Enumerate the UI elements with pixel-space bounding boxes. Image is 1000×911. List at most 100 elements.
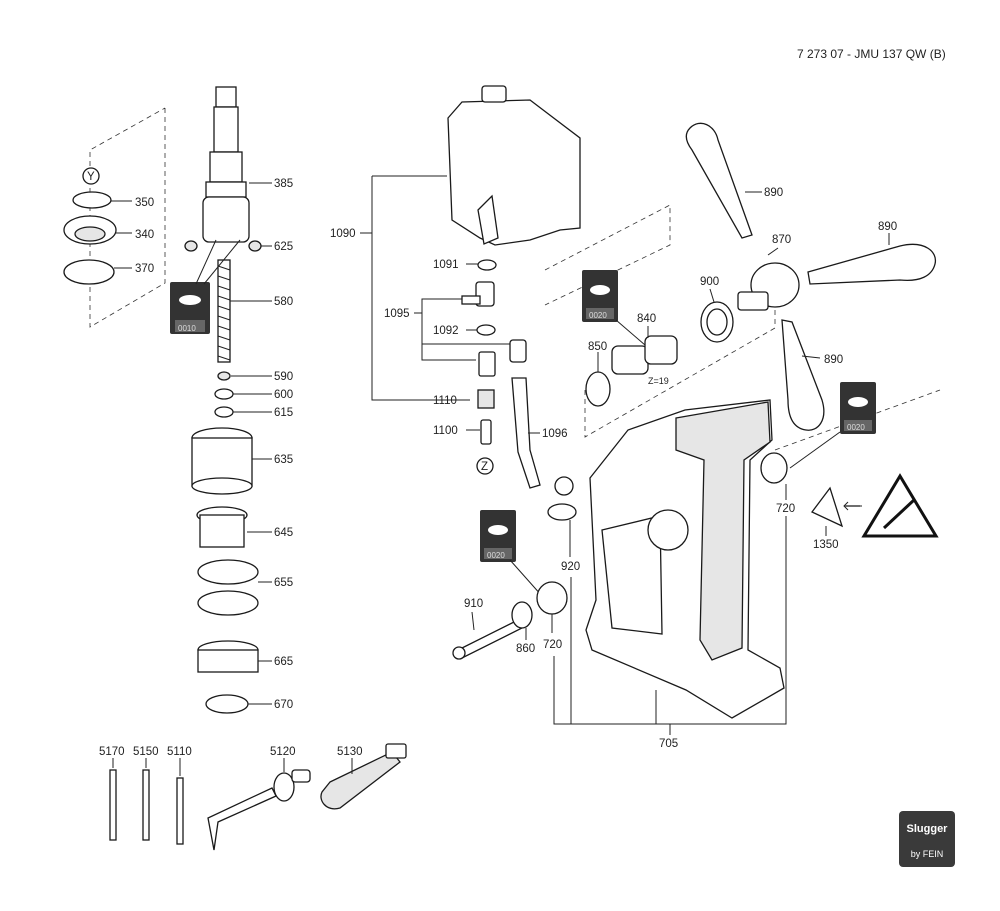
part-670-circlip [205,694,272,714]
part-1350-label [810,486,860,536]
label-625: 625 [274,241,293,253]
label-5110: 5110 [167,746,192,758]
part-870-hub [737,247,800,311]
guide-frame-left [89,107,166,328]
label-920: 920 [561,561,580,573]
part-920-washer [547,503,577,557]
label-1096: 1096 [542,428,568,440]
part-1100-nozzle [466,419,492,445]
label-850: 850 [588,341,607,353]
guide-frame-base [774,389,941,451]
label-665: 665 [274,656,293,668]
part-1092-oring [466,324,496,336]
part-580-spring [217,259,272,363]
grease-badge-0020-gear [582,270,646,346]
spindle-385 [202,86,272,243]
part-890-handle-lower [781,319,825,431]
grease-code-0020-gear: 0020 [589,311,607,320]
part-5120-ejector [207,758,311,851]
label-705: 705 [659,738,678,750]
part-600 [214,388,272,400]
grease-code-0020-right: 0020 [847,423,865,432]
label-580: 580 [274,296,293,308]
brand-logo: Slugger by FEIN [899,811,955,867]
label-1095: 1095 [384,308,410,320]
warning-triangle [861,473,939,538]
label-1350: 1350 [813,539,839,551]
brand-sub: by FEIN [910,849,944,859]
label-645: 645 [274,527,293,539]
part-1090-coolant-tank [372,85,581,246]
part-665-sleeve [197,640,272,673]
part-910-bolt [452,611,523,660]
grease-badge-0020-left [480,510,543,597]
part-590 [217,371,272,381]
marker-a-label: A [560,481,568,493]
part-890-handle-top [685,122,762,239]
part-350-ring [72,191,132,209]
arrow-1350 [843,501,862,511]
label-890-top: 890 [764,187,783,199]
part-625-pins [184,240,272,252]
label-370: 370 [135,263,154,275]
grease-code-0020-left: 0020 [487,551,505,560]
part-5150-pin [142,758,150,841]
label-385: 385 [274,178,293,190]
part-720-bushing-right [760,452,788,500]
part-615 [214,406,272,418]
grease-code-0010: 0010 [178,324,196,333]
grease-badge-0010 [170,239,241,334]
label-840: 840 [637,313,656,325]
part-1110-nut [477,351,496,409]
label-635: 635 [274,454,293,466]
marker-z-circle [476,457,494,475]
marker-a-circle [554,476,574,496]
part-5130-strap [320,743,407,810]
part-645-bushing [196,506,272,548]
part-850-ring [585,352,611,407]
label-615: 615 [274,407,293,419]
label-5120: 5120 [270,746,296,758]
label-670: 670 [274,699,293,711]
label-1110: 1110 [433,395,457,407]
part-840-pinion [611,326,678,375]
part-635-housing [191,427,272,495]
label-890-lower: 890 [824,354,843,366]
bracket-1095 [421,298,476,361]
marker-y-circle [82,167,100,185]
part-655-rings [197,559,272,616]
label-350: 350 [135,197,154,209]
marker-y-label: Y [87,171,95,183]
label-1092: 1092 [433,325,459,337]
label-340: 340 [135,229,154,241]
label-720-left: 720 [543,639,562,651]
brand-name: Slugger [906,823,948,835]
document-code: 7 273 07 - JMU 137 QW (B) [797,47,946,61]
label-z19: Z=19 [648,376,669,386]
part-340-bearing [63,215,132,245]
part-1095-valve [461,281,495,307]
part-720-bushing-left [536,581,568,633]
grease-badge-0020-right [789,382,876,469]
part-705-base-frame [585,399,785,719]
part-860-ring [511,601,533,640]
part-5110-pin [176,758,184,845]
label-870: 870 [772,234,791,246]
label-910: 910 [464,598,483,610]
part-370-clip [63,259,132,285]
part-1091-oring [466,259,497,271]
label-1100: 1100 [433,425,458,437]
label-720-right: 720 [776,503,795,515]
label-1090: 1090 [330,228,356,240]
part-1096-hose [509,339,541,489]
label-5150: 5150 [133,746,159,758]
guide-frame-gear [584,290,776,438]
marker-z-label: Z [481,461,488,473]
label-860: 860 [516,643,535,655]
label-5130: 5130 [337,746,363,758]
label-900: 900 [700,276,719,288]
part-5170-pin [109,758,117,841]
label-890-right: 890 [878,221,897,233]
bracket-1090 [371,176,470,401]
